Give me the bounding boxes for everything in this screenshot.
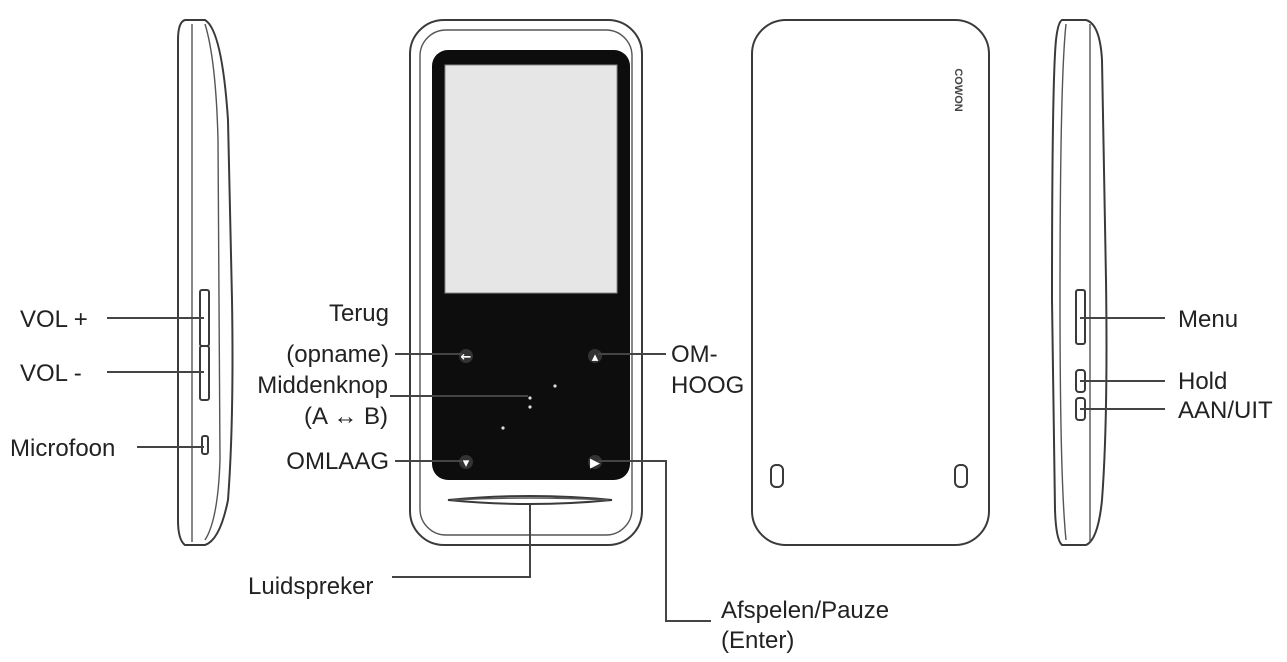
down-button: ▾: [459, 455, 473, 471]
left-side-view: [177, 19, 234, 546]
back-button: ←: [459, 349, 473, 365]
back-foot-left: [770, 464, 784, 488]
label-menu: Menu: [1178, 306, 1238, 333]
label-luidspreker: Luidspreker: [248, 573, 373, 600]
down-icon: ▾: [463, 456, 470, 471]
back-arrow-icon: ←: [461, 350, 472, 365]
play-pause-icon: ▶: [590, 456, 600, 471]
label-terug: Terug: [329, 300, 389, 327]
up-icon: ▴: [592, 350, 599, 365]
up-button: ▴: [588, 349, 602, 365]
brand-mark: COWON: [952, 68, 964, 111]
label-vol-minus: VOL -: [20, 360, 82, 387]
label-omhoog-1: OM-: [671, 341, 718, 368]
center-touch-dots: [501, 384, 557, 430]
leader-lines: [107, 317, 1165, 622]
label-microfoon: Microfoon: [10, 435, 115, 462]
label-hold: Hold: [1178, 368, 1227, 395]
front-view: ← ▴ ▾ ▶: [409, 19, 643, 546]
label-enter: (Enter): [721, 627, 794, 654]
display-screen: [444, 64, 618, 294]
microphone-hole: [201, 435, 209, 455]
callout-labels: VOL + VOL - Microfoon Terug (opname) Mid…: [10, 300, 1273, 654]
play-pause-button: ▶: [588, 455, 602, 471]
label-terug-opname: (opname): [286, 341, 389, 368]
label-omlaag: OMLAAG: [286, 448, 389, 475]
label-omhoog-2: HOOG: [671, 372, 744, 399]
label-aan-uit: AAN/UIT: [1178, 397, 1273, 424]
label-middenknop-ab: (A ↔ B): [304, 403, 388, 430]
back-foot-right: [954, 464, 968, 488]
back-view: COWON: [751, 19, 990, 546]
label-middenknop: Middenknop: [257, 372, 388, 399]
right-side-view: [1050, 19, 1108, 546]
speaker-grille: [447, 495, 613, 505]
label-vol-plus: VOL +: [20, 306, 88, 333]
label-afspelen-pauze: Afspelen/Pauze: [721, 597, 889, 624]
